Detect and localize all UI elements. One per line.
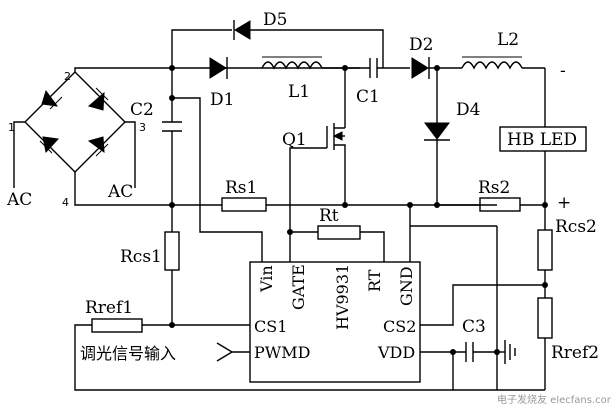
l2-label: L2 (497, 30, 519, 50)
node-3-label: 3 (139, 121, 146, 134)
hb-led-box (499, 126, 587, 152)
d5-wire-left (171, 29, 232, 68)
cs2-wire (420, 284, 545, 326)
ac-right-lead (125, 121, 136, 188)
rref1-label: Rref1 (85, 298, 133, 318)
d5-diode (234, 20, 251, 40)
hb-led-label: HB LED (507, 130, 577, 150)
node-2-label: 2 (64, 70, 71, 83)
rcs1-label: Rcs1 (120, 247, 162, 267)
node-4-label: 4 (62, 196, 69, 209)
c3-label: C3 (462, 317, 486, 337)
ic-hv9931 (249, 261, 421, 383)
rt-label: Rt (319, 206, 339, 226)
pin-vdd: VDD (377, 343, 415, 362)
c2-label: C2 (130, 100, 154, 120)
d4-label: D4 (456, 100, 480, 120)
rref1-resistor (91, 318, 143, 333)
rcs2-resistor (537, 229, 553, 271)
junction-dots (169, 65, 548, 355)
q1-gate-wire (289, 147, 327, 262)
d1-label: D1 (210, 90, 234, 110)
pin-vin: Vin (257, 265, 276, 293)
pin-cs2: CS2 (383, 317, 416, 336)
node-1-label: 1 (8, 121, 15, 134)
rcs1-resistor (164, 231, 180, 271)
ac-left-label: AC (6, 190, 32, 210)
d2-diode (411, 57, 429, 79)
l1-inductor (261, 61, 323, 70)
plus-label: + (557, 193, 571, 213)
dimming-input-arrow (216, 342, 234, 362)
ic-name: HV9931 (333, 264, 352, 330)
positive-rail (74, 67, 360, 72)
c1-label: C1 (356, 87, 380, 107)
rt-resistor (317, 225, 361, 240)
rcs2-label: Rcs2 (555, 217, 597, 237)
capacitor-c2 (162, 68, 182, 205)
d5-wire-right (250, 29, 384, 68)
rref2-label: Rref2 (551, 343, 599, 363)
d2-label: D2 (409, 35, 433, 55)
dimming-input-label: 调光信号输入 (80, 344, 176, 363)
bridge-rectifier (24, 71, 126, 173)
l2-inductor (461, 61, 523, 70)
rs1-label: Rs1 (225, 178, 257, 198)
pin-gate: GATE (289, 264, 308, 310)
pin-rt: RT (365, 269, 384, 292)
d4-diode (424, 122, 450, 140)
l1-label: L1 (288, 82, 310, 102)
pin-gnd: GND (397, 266, 416, 306)
d5-label: D5 (263, 10, 287, 30)
ac-right-label: AC (107, 182, 133, 202)
d1-diode (209, 57, 227, 79)
rref2-resistor (537, 297, 553, 339)
ac-left-lead (13, 121, 25, 188)
rs2-label: Rs2 (478, 178, 510, 198)
pin-pwmd: PWMD (254, 343, 310, 362)
watermark: 电子发烧友 elecfans.com (497, 393, 611, 406)
q1-label: Q1 (282, 130, 307, 150)
pin-cs1: CS1 (254, 317, 287, 336)
minus-label: - (560, 61, 566, 81)
vin-wire (172, 97, 263, 262)
rs1-resistor (221, 197, 267, 212)
